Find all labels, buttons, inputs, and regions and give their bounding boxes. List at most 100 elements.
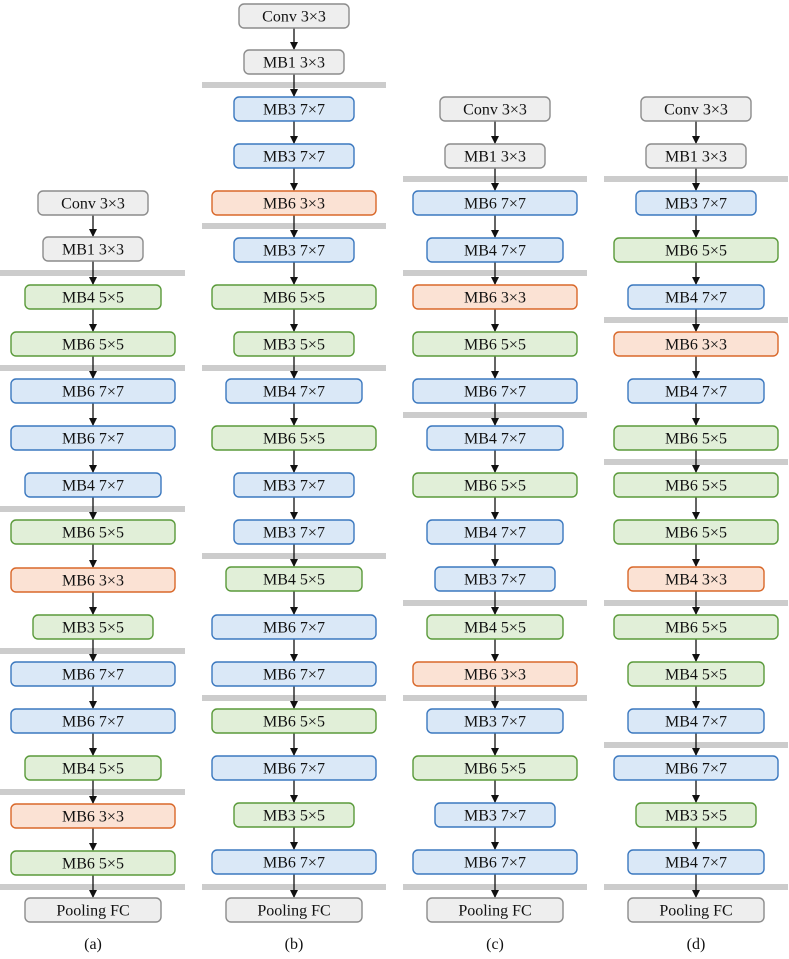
block-label: Pooling FC <box>257 903 330 920</box>
block-label: MB6 5×5 <box>464 478 526 495</box>
block-blue: MB4 7×7 <box>627 378 765 404</box>
block-box <box>233 143 355 169</box>
block-green: MB4 5×5 <box>24 284 162 310</box>
block-label: MB4 7×7 <box>62 478 124 495</box>
block-label: MB4 5×5 <box>62 761 124 778</box>
block-box <box>233 519 355 545</box>
block-box <box>37 190 149 216</box>
block-box <box>10 708 176 734</box>
block-green: MB6 5×5 <box>412 472 578 498</box>
block-box <box>640 96 752 122</box>
block-gray: Pooling FC <box>627 897 765 923</box>
block-box <box>627 566 765 592</box>
block-box <box>635 190 757 216</box>
block-green: MB4 5×5 <box>24 755 162 781</box>
block-label: MB3 5×5 <box>263 808 325 825</box>
block-label: MB6 7×7 <box>263 620 325 637</box>
block-orange: MB6 3×3 <box>211 190 377 216</box>
block-label: MB3 7×7 <box>263 525 325 542</box>
block-label: MB6 7×7 <box>464 384 526 401</box>
block-label: MB6 5×5 <box>464 337 526 354</box>
block-label: MB4 7×7 <box>464 525 526 542</box>
block-box <box>211 661 377 687</box>
block-box <box>10 803 176 829</box>
block-box <box>211 708 377 734</box>
block-blue: MB4 7×7 <box>627 849 765 875</box>
block-label: MB6 5×5 <box>263 714 325 731</box>
block-box <box>225 378 363 404</box>
block-label: MB6 5×5 <box>62 525 124 542</box>
block-label: MB6 5×5 <box>62 856 124 873</box>
block-orange: MB6 3×3 <box>412 661 578 687</box>
block-label: MB6 7×7 <box>263 667 325 684</box>
block-label: MB1 3×3 <box>464 149 526 166</box>
block-box <box>233 331 355 357</box>
block-box <box>42 236 144 262</box>
block-label: MB6 7×7 <box>62 431 124 448</box>
block-label: MB4 7×7 <box>665 855 727 872</box>
block-gray: Conv 3×3 <box>640 96 752 122</box>
block-green: MB6 5×5 <box>613 425 779 451</box>
block-label: MB3 5×5 <box>263 337 325 354</box>
block-blue: MB4 7×7 <box>426 519 564 545</box>
block-blue: MB3 7×7 <box>233 519 355 545</box>
block-green: MB4 5×5 <box>627 661 765 687</box>
block-box <box>211 755 377 781</box>
block-label: MB6 3×3 <box>263 196 325 213</box>
block-label: Pooling FC <box>659 903 732 920</box>
block-blue: MB6 7×7 <box>412 190 578 216</box>
block-box <box>24 897 162 923</box>
block-box <box>10 850 176 876</box>
block-blue: MB6 7×7 <box>211 614 377 640</box>
block-label: MB6 5×5 <box>263 431 325 448</box>
block-blue: MB6 7×7 <box>10 378 176 404</box>
block-box <box>225 566 363 592</box>
block-box <box>444 143 546 169</box>
block-green: MB3 5×5 <box>233 802 355 828</box>
block-label: MB3 7×7 <box>464 572 526 589</box>
block-box <box>627 661 765 687</box>
block-box <box>613 237 779 263</box>
block-label: MB6 3×3 <box>464 667 526 684</box>
column-caption: (d) <box>687 936 706 953</box>
block-blue: MB3 7×7 <box>635 190 757 216</box>
block-label: Conv 3×3 <box>262 9 326 26</box>
block-green: MB3 5×5 <box>32 614 154 640</box>
block-box <box>613 472 779 498</box>
block-label: MB6 5×5 <box>665 431 727 448</box>
block-label: MB1 3×3 <box>665 149 727 166</box>
block-box <box>627 284 765 310</box>
block-box <box>412 284 578 310</box>
block-box <box>412 472 578 498</box>
block-green: MB6 5×5 <box>211 425 377 451</box>
block-blue: MB6 7×7 <box>211 661 377 687</box>
block-box <box>412 661 578 687</box>
block-label: MB3 7×7 <box>464 714 526 731</box>
block-box <box>439 96 551 122</box>
block-blue: MB4 7×7 <box>627 708 765 734</box>
block-blue: MB3 7×7 <box>233 96 355 122</box>
block-gray: Pooling FC <box>225 897 363 923</box>
block-label: MB4 7×7 <box>665 714 727 731</box>
block-box <box>613 519 779 545</box>
block-box <box>412 755 578 781</box>
block-orange: MB6 3×3 <box>613 331 779 357</box>
block-label: Pooling FC <box>56 903 129 920</box>
block-green: MB6 5×5 <box>10 519 176 545</box>
block-label: MB4 5×5 <box>665 667 727 684</box>
block-label: MB6 3×3 <box>464 290 526 307</box>
block-gray: MB1 3×3 <box>243 49 345 75</box>
block-box <box>426 237 564 263</box>
block-blue: MB4 7×7 <box>627 284 765 310</box>
block-box <box>412 378 578 404</box>
block-label: MB6 5×5 <box>665 525 727 542</box>
block-label: MB6 7×7 <box>665 761 727 778</box>
block-green: MB6 5×5 <box>10 331 176 357</box>
block-gray: Pooling FC <box>24 897 162 923</box>
block-box <box>627 378 765 404</box>
block-gray: Conv 3×3 <box>439 96 551 122</box>
block-green: MB4 5×5 <box>426 614 564 640</box>
